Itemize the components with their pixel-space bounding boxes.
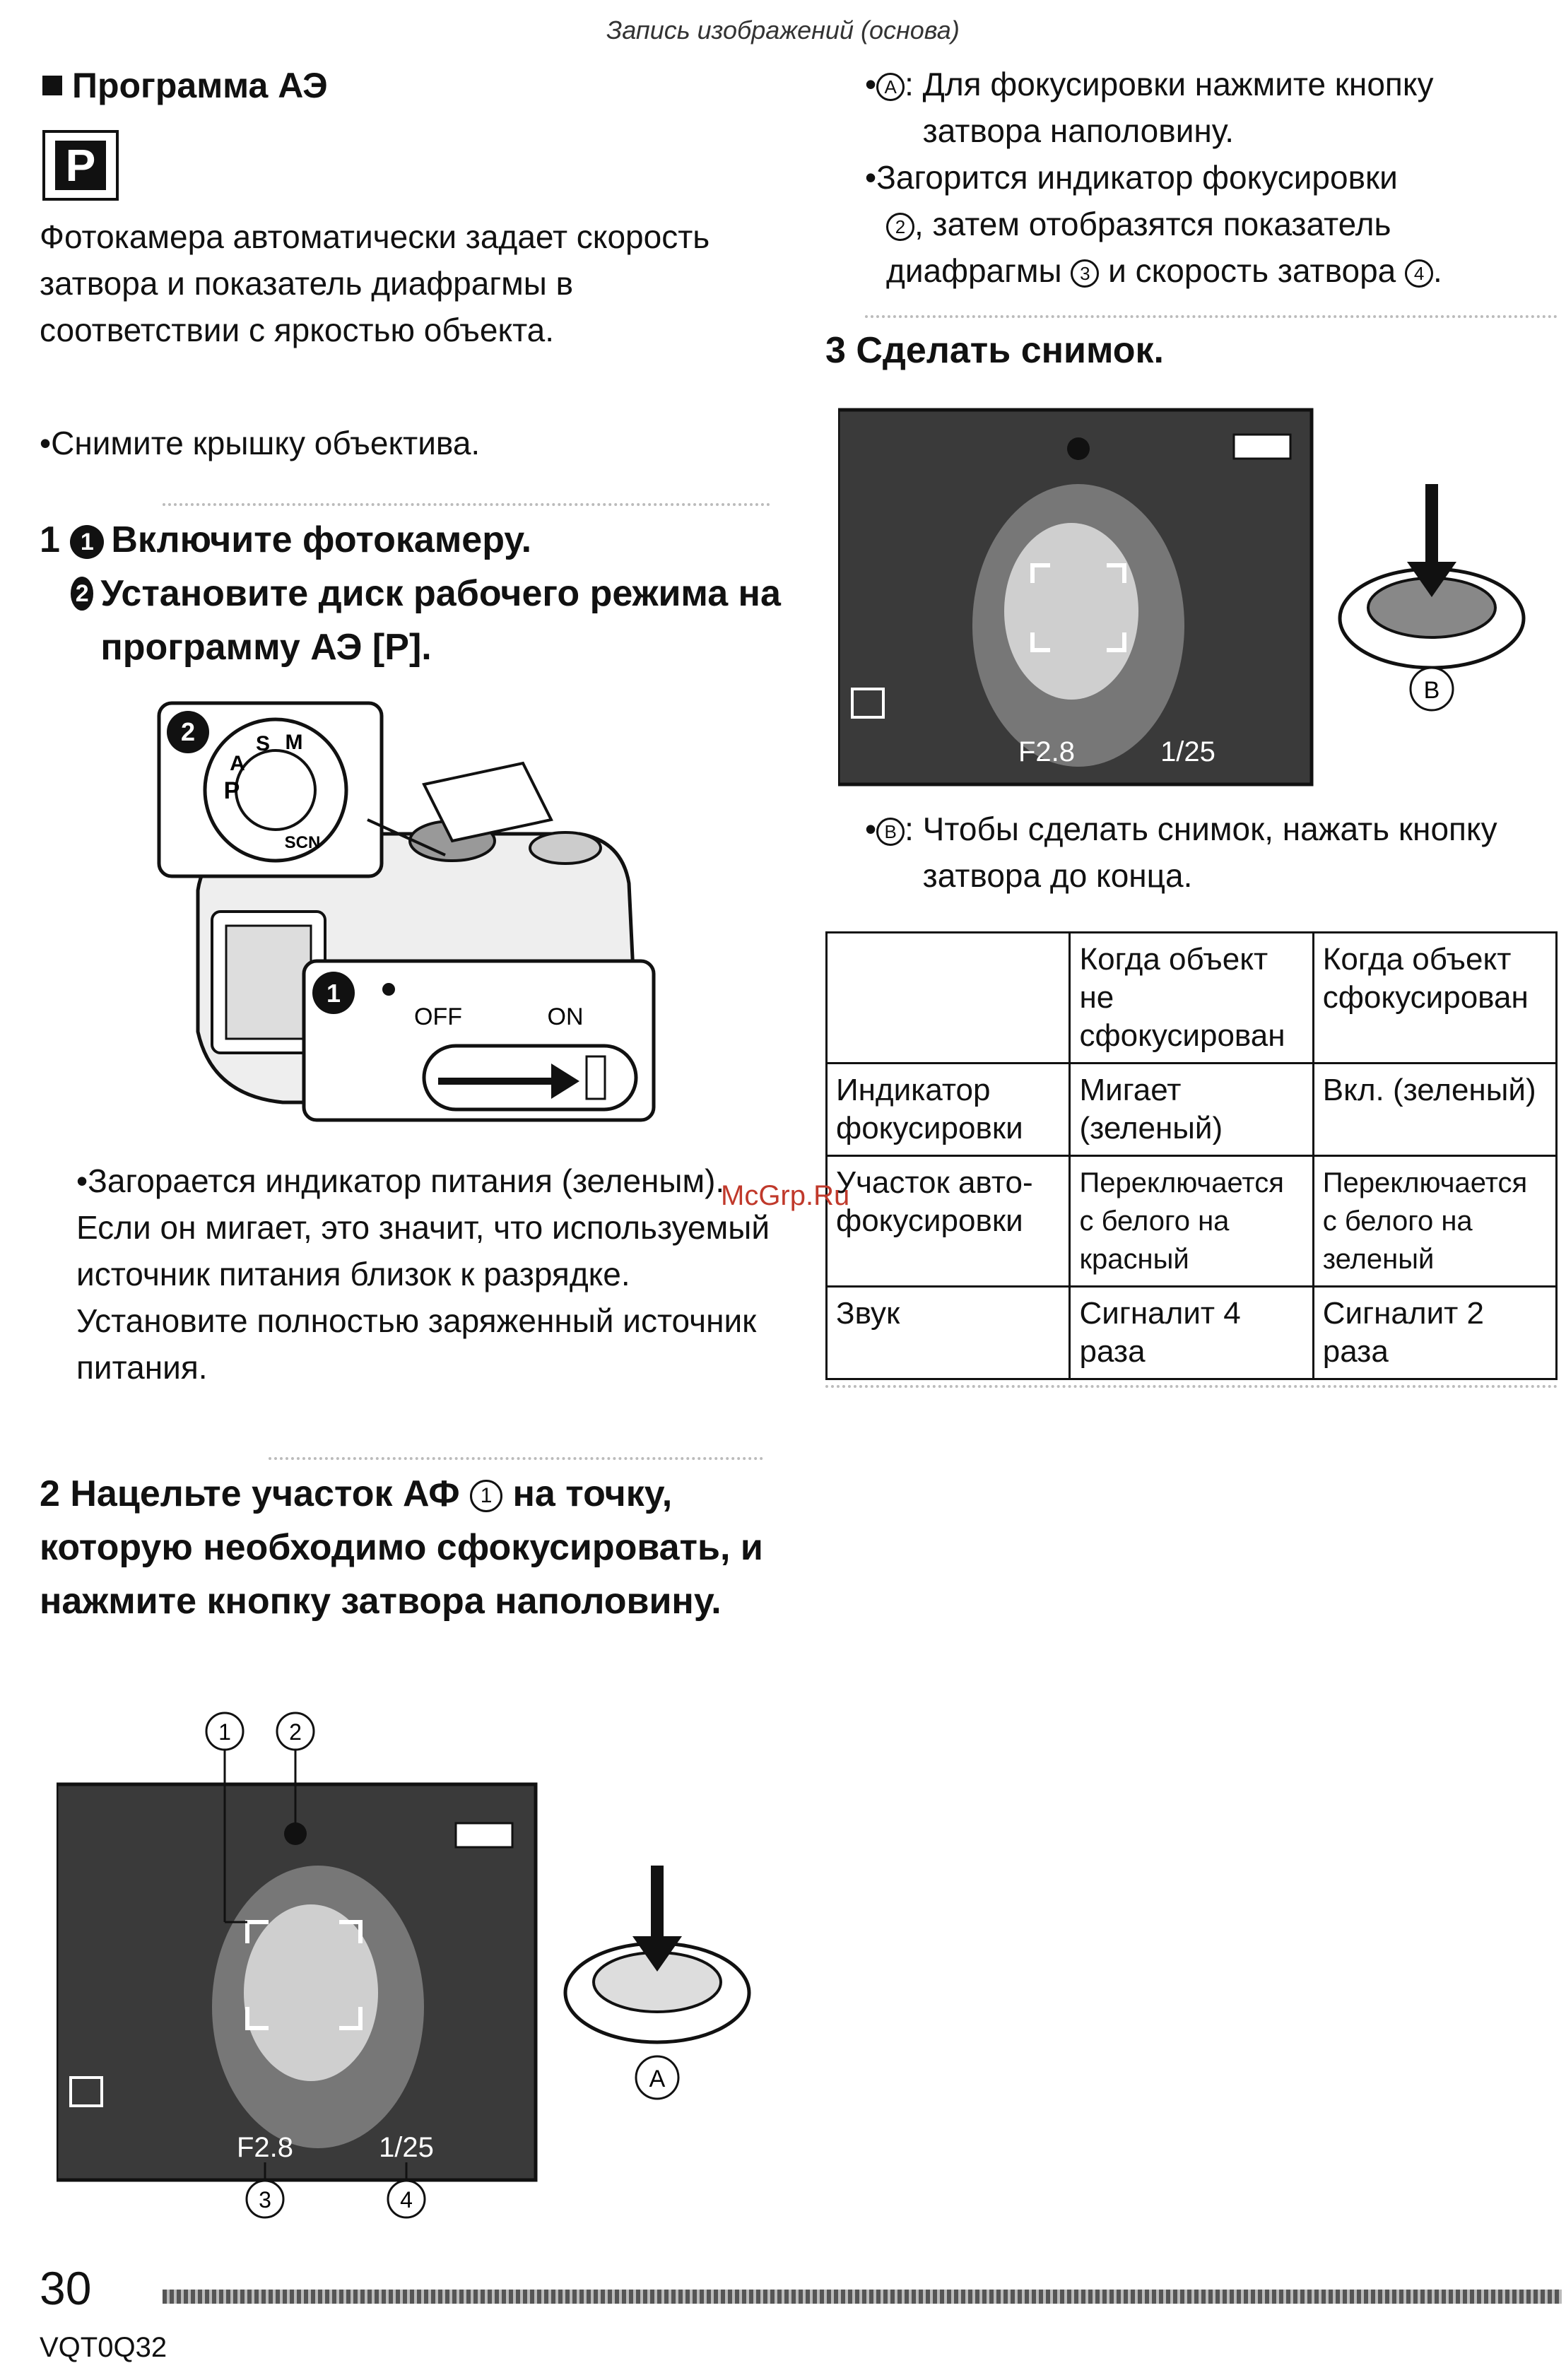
dial-label-m: M (285, 731, 303, 754)
step-2: 2 Нацельте участок АФ 1 на точку, котору… (40, 1467, 789, 1628)
step-2-text-a: Нацельте участок АФ (70, 1473, 460, 1514)
callout-1: 1 (218, 1719, 231, 1745)
divider (825, 1385, 1558, 1388)
step-2-marker: 1 (470, 1480, 503, 1513)
note-c-marker: B (876, 817, 905, 846)
table-cell: Переключается с белого на зеленый (1312, 1155, 1558, 1288)
step-1a-text: Включите фотокамеру. (111, 519, 532, 560)
dial-marker: 2 (181, 717, 195, 746)
note-b-text-4: и скорость затвора (1108, 252, 1396, 289)
lcd-preview-half-press: 1 2 F2.8 1/25 3 4 A (57, 1712, 751, 2219)
table-cell: Вкл. (зеленый) (1312, 1062, 1558, 1157)
focus-status-table: Когда объект не сфокусирован Когда объек… (825, 931, 1558, 1380)
lens-cap-note: •Снимите крышку объектива. (40, 425, 481, 461)
note-b-text-5: . (1433, 252, 1442, 289)
table-header-cell (825, 931, 1071, 1064)
dial-label-scn: SCN (285, 833, 321, 852)
table-cell: Переключается с белого на красный (1068, 1155, 1314, 1288)
step-3-number: 3 (825, 330, 846, 371)
divider (163, 503, 770, 506)
program-mode-letter: P (55, 141, 106, 190)
lcd1-aperture: F2.8 (237, 2132, 293, 2163)
step-3: 3 Сделать снимок. (825, 324, 1532, 377)
table-cell: Звук (825, 1285, 1071, 1380)
table-cell: Сигналит 2 раза (1312, 1285, 1558, 1380)
running-header: Запись изображений (основа) (606, 16, 960, 45)
table-row: Индикатор фокусировки Мигает (зеленый) В… (825, 1062, 1558, 1157)
note-c-text: Чтобы сделать снимок, нажать кнопку затв… (922, 811, 1497, 894)
callout-2: 2 (289, 1719, 302, 1745)
note-b-text-3: диафрагмы (886, 252, 1062, 289)
note-b-marker-3: 3 (1071, 259, 1100, 288)
step-1b-mode: P (384, 627, 409, 668)
step-1a-marker: 1 (70, 525, 105, 560)
step-1b-marker: 2 (71, 577, 94, 611)
divider (269, 1457, 763, 1460)
step-2-number: 2 (40, 1473, 60, 1514)
table-row: Звук Сигналит 4 раза Сигналит 2 раза (825, 1285, 1558, 1380)
note-b-text-2: , затем отобразятся показатель (914, 206, 1391, 242)
table-header-row: Когда объект не сфокусирован Когда объек… (825, 931, 1558, 1064)
table-row: Участок авто-фокусировки Переключается с… (825, 1155, 1558, 1288)
power-marker: 1 (326, 979, 341, 1008)
table-cell: Индикатор фокусировки (825, 1062, 1071, 1157)
note-b-text-1: •Загорится индикатор фокусировки (865, 159, 1398, 196)
table-cell: Сигналит 4 раза (1068, 1285, 1314, 1380)
lcd-preview-full-press: F2.8 1/25 B (838, 408, 1526, 787)
callout-3: 3 (259, 2187, 271, 2213)
step-1b-text: Установите диск рабочего режима на прогр… (100, 573, 781, 668)
dial-label-p: P (224, 777, 240, 804)
program-mode-icon: P (42, 130, 119, 201)
full-press-note: •B: Чтобы сделать снимок, нажать кнопку … (865, 806, 1558, 899)
page-number: 30 (40, 2262, 92, 2314)
divider (865, 315, 1558, 318)
button-a-label: A (649, 2066, 666, 2092)
on-label: ON (548, 1003, 584, 1030)
button-b-label: B (1424, 677, 1440, 704)
camera-illustration: 2 P A S M SCN 1 OFF ON (157, 701, 656, 1122)
step-1b-close: ]. (408, 627, 432, 668)
lcd2-aperture: F2.8 (1018, 736, 1075, 767)
off-label: OFF (414, 1003, 462, 1030)
step-3-text: Сделать снимок. (856, 330, 1165, 371)
table-cell: Мигает (зеленый) (1068, 1062, 1314, 1157)
section-title: Программа АЭ (42, 65, 328, 106)
callout-4: 4 (400, 2187, 413, 2213)
table-header-cell: Когда объект сфокусирован (1312, 931, 1558, 1064)
note-b-marker-4: 4 (1405, 259, 1434, 288)
note-b-marker-2: 2 (886, 212, 914, 241)
table-header-cell: Когда объект не сфокусирован (1068, 931, 1314, 1064)
step-2-text-b: на точку, которую необходимо сфокусирова… (40, 1473, 763, 1622)
section-title-text: Программа АЭ (72, 66, 328, 105)
watermark: McGrp.Ru (721, 1180, 850, 1211)
footer-bar (163, 2290, 1562, 2304)
half-press-note: •A: Для фокусировки нажмите кнопку затво… (865, 61, 1558, 294)
power-indicator-note: •Загорается индикатор питания (зеленым).… (76, 1162, 770, 1386)
lcd1-shutter: 1/25 (379, 2132, 434, 2163)
square-bullet-icon (42, 76, 62, 95)
table-cell: Участок авто-фокусировки (825, 1155, 1071, 1288)
intro-paragraph: Фотокамера автоматически задает скорость… (40, 218, 710, 348)
note-a-text: Для фокусировки нажмите кнопку затвора н… (922, 66, 1434, 149)
lcd2-shutter: 1/25 (1160, 736, 1215, 767)
dial-label-s: S (256, 732, 270, 755)
dial-label-a: A (230, 752, 245, 775)
step-1-number: 1 (40, 519, 60, 560)
document-code: VQT0Q32 (40, 2332, 167, 2363)
note-a-marker: A (876, 72, 905, 101)
